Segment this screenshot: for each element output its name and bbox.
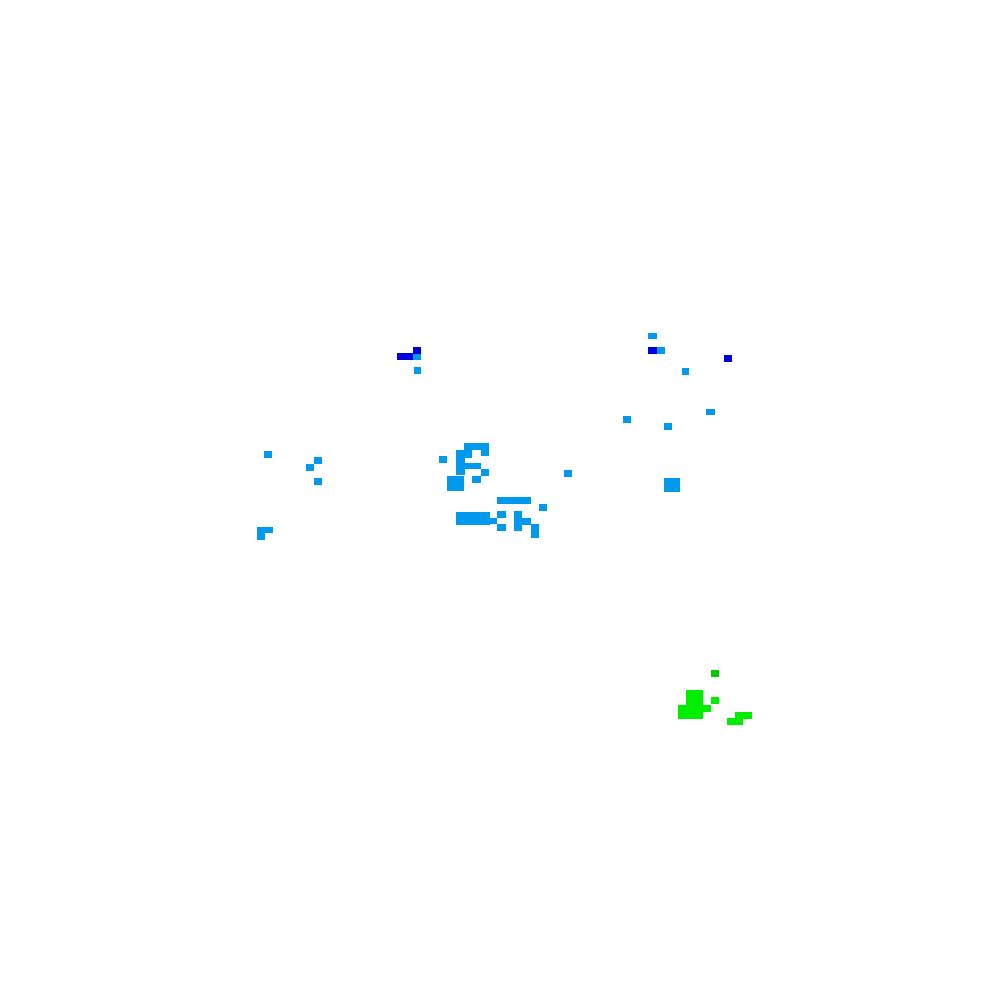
upper-left-cluster-pixel — [397, 353, 413, 360]
lower-right-cluster-pixel — [678, 712, 703, 719]
lower-right-cluster-pixel — [735, 712, 752, 719]
central-cluster-pixel — [531, 531, 539, 538]
central-cluster-pixel — [539, 504, 547, 511]
central-cluster-pixel — [456, 450, 472, 458]
upper-right-cluster-pixel — [706, 409, 715, 415]
upper-left-cluster-pixel — [413, 347, 421, 354]
upper-right-cluster-pixel — [664, 423, 672, 430]
upper-right-cluster-pixel — [623, 416, 631, 423]
lower-right-cluster-pixel — [711, 697, 719, 704]
central-cluster-pixel — [497, 511, 506, 518]
left-cluster-pixel — [314, 457, 322, 464]
upper-left-cluster-pixel — [413, 354, 421, 360]
central-cluster-pixel — [481, 469, 489, 476]
central-cluster-pixel — [456, 469, 465, 475]
lower-right-cluster-pixel — [711, 670, 719, 677]
central-cluster-pixel — [522, 518, 531, 525]
lower-right-cluster-pixel — [686, 698, 703, 705]
left-cluster-pixel — [314, 478, 322, 485]
left-cluster-pixel — [257, 533, 265, 540]
upper-right-cluster-pixel — [682, 368, 689, 375]
central-cluster-pixel — [531, 524, 539, 531]
upper-right-cluster-pixel — [724, 355, 732, 362]
upper-right-cluster-pixel — [657, 347, 665, 354]
central-cluster-pixel — [447, 476, 464, 491]
left-cluster-pixel — [257, 527, 273, 533]
central-cluster-pixel — [439, 456, 447, 463]
left-cluster-pixel — [306, 464, 314, 471]
central-cluster-pixel — [497, 497, 531, 504]
central-cluster-pixel — [464, 443, 489, 450]
upper-right-cluster-pixel — [664, 478, 680, 492]
central-cluster-pixel — [472, 476, 481, 483]
lower-right-cluster-pixel — [727, 718, 743, 725]
upper-left-cluster-pixel — [414, 367, 421, 374]
upper-right-cluster-pixel — [648, 347, 657, 354]
lower-right-cluster-pixel — [686, 690, 703, 698]
left-cluster-pixel — [264, 451, 272, 458]
central-cluster-pixel — [456, 457, 465, 464]
central-cluster-pixel — [456, 512, 490, 525]
central-cluster-pixel — [497, 524, 506, 531]
upper-right-cluster-pixel — [648, 333, 657, 339]
central-cluster-pixel — [514, 511, 522, 531]
upper-right-cluster-pixel — [564, 470, 572, 477]
central-cluster-pixel — [481, 450, 489, 456]
lower-right-cluster-pixel — [678, 705, 711, 712]
central-cluster-pixel — [456, 463, 481, 469]
central-cluster-pixel — [489, 518, 497, 524]
